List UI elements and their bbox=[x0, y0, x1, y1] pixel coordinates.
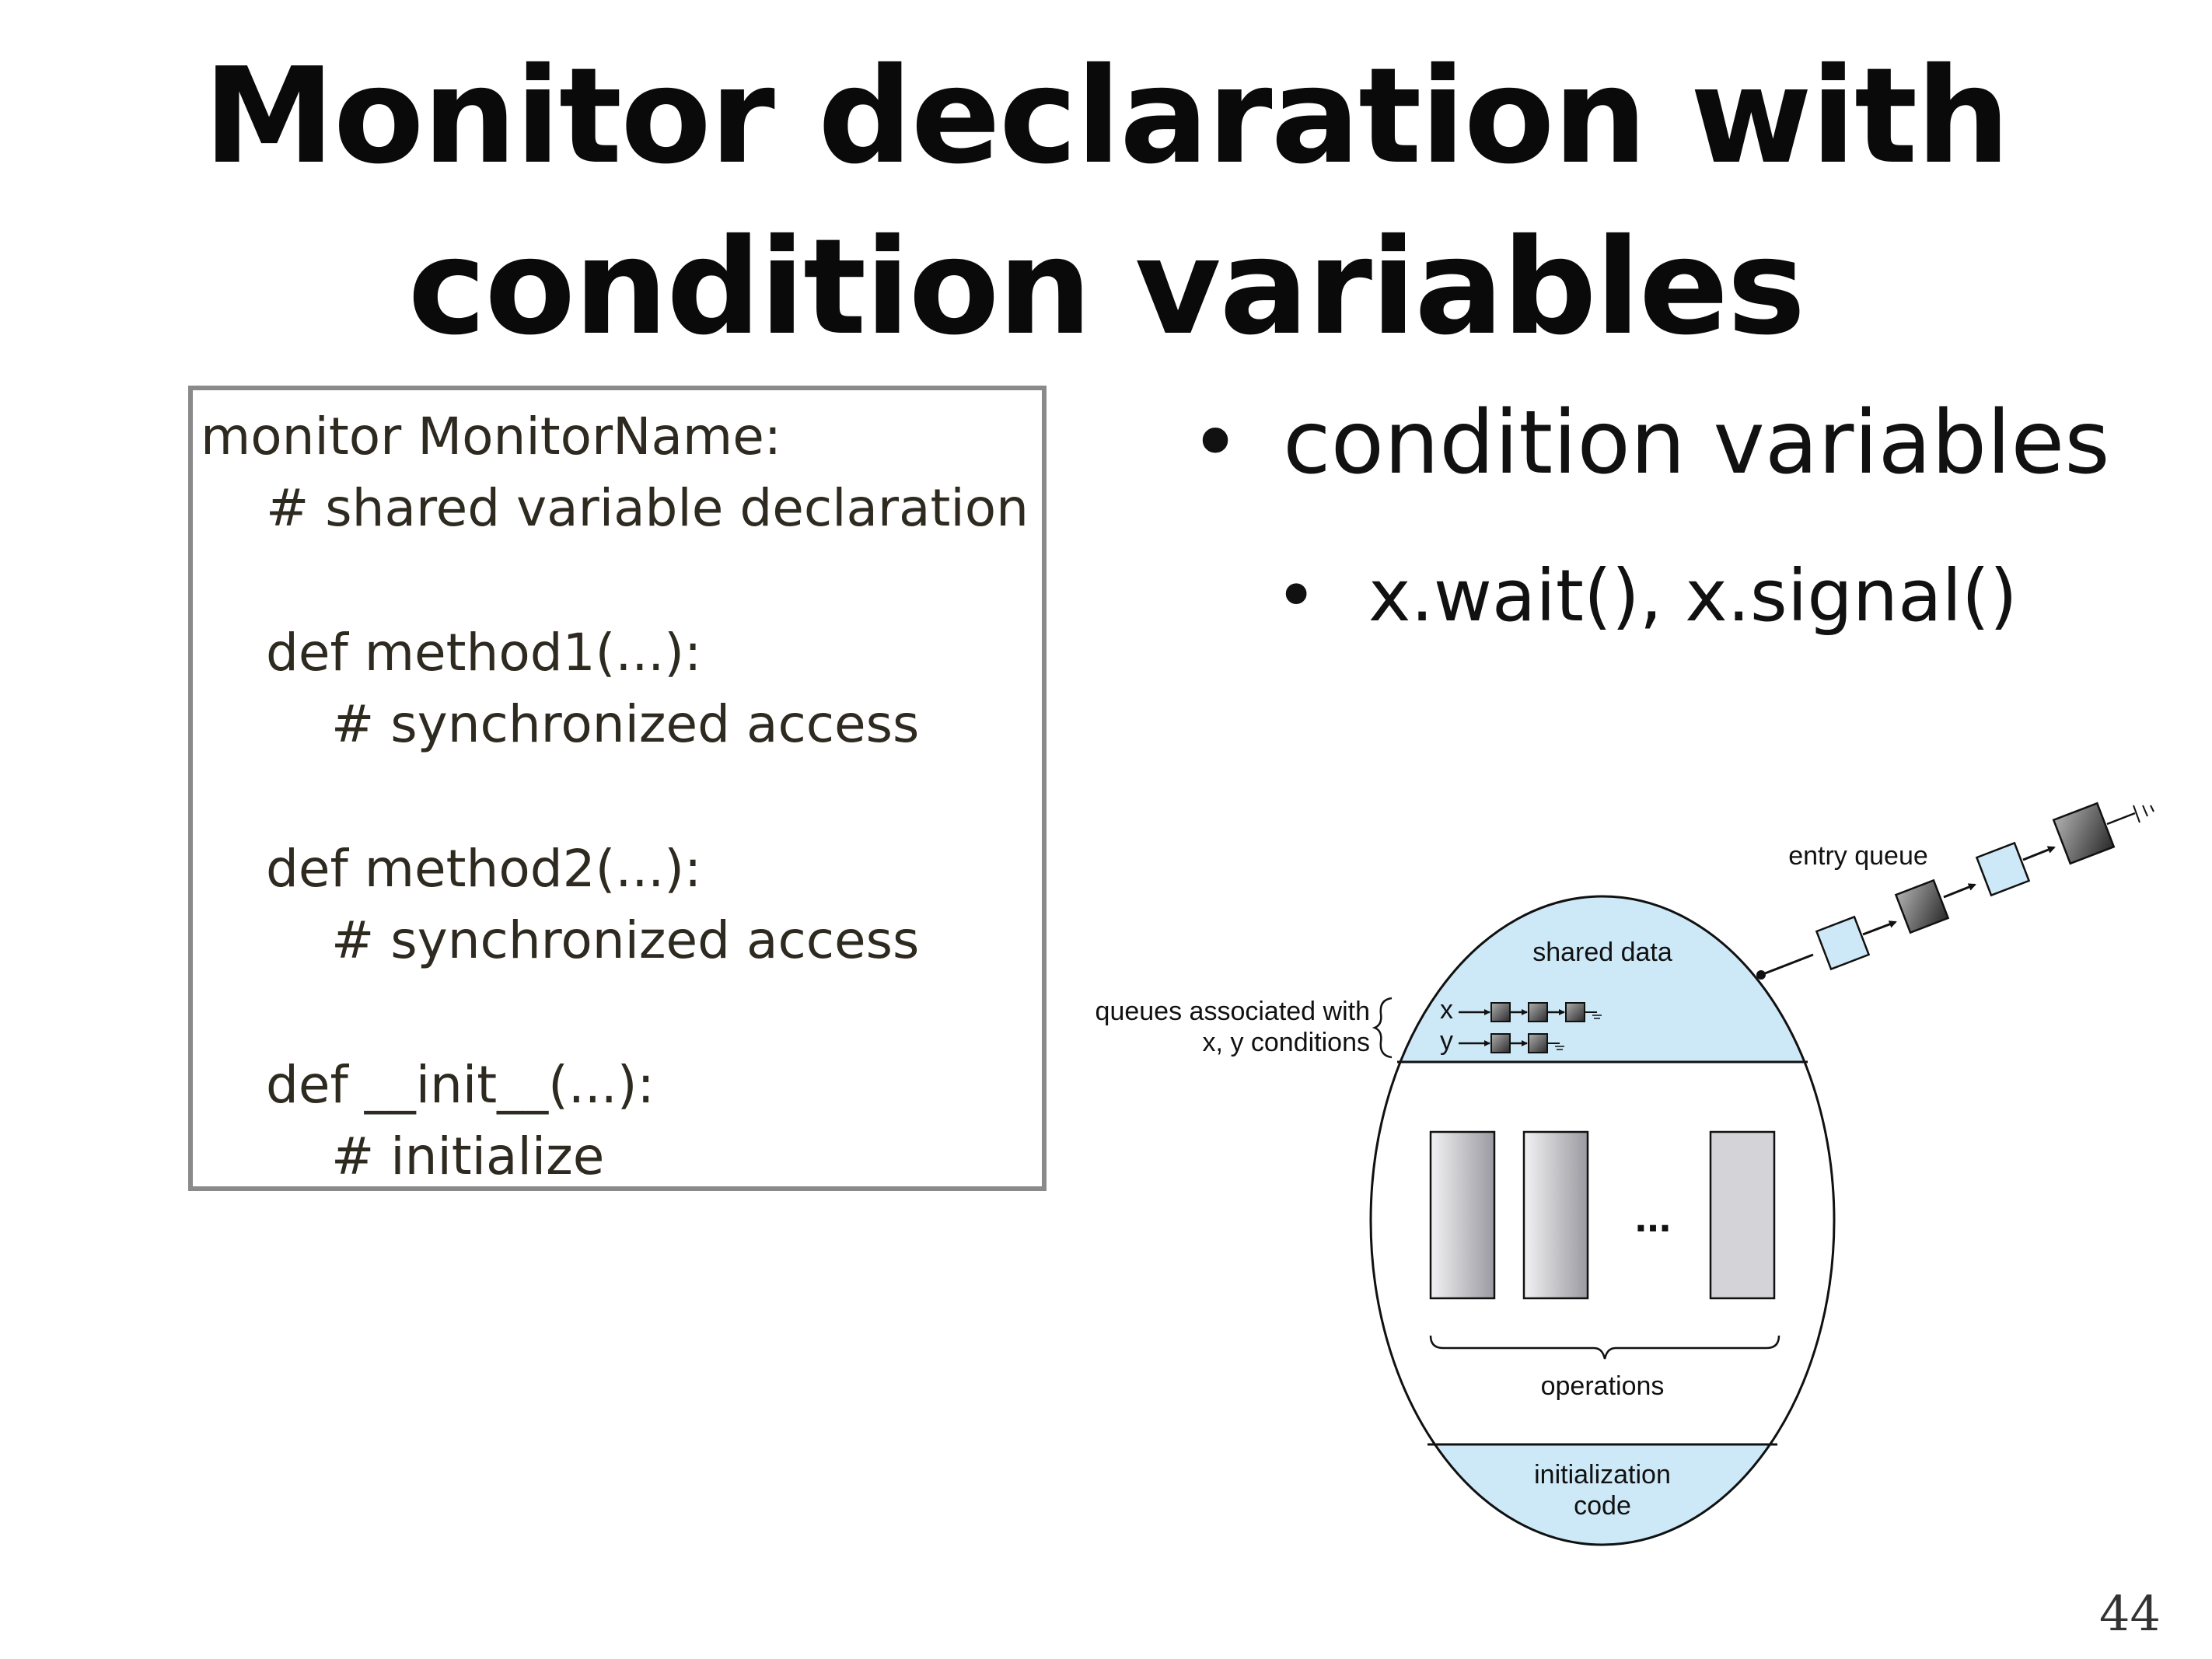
code-line-init-comment: # initialize bbox=[331, 1126, 605, 1186]
entry-queue-label: entry queue bbox=[1788, 841, 1928, 871]
slide-title: Monitor declaration with condition varia… bbox=[0, 31, 2212, 373]
queue-y-node-2 bbox=[1528, 1033, 1548, 1053]
shared-data-label: shared data bbox=[1532, 938, 1672, 967]
queue-x-node-2 bbox=[1528, 1002, 1548, 1022]
entry-arrow-3 bbox=[2022, 846, 2056, 861]
entry-queue-node-3 bbox=[1975, 841, 2031, 897]
queue-x-label: x bbox=[1440, 995, 1453, 1025]
operations-group: ... operations bbox=[1429, 1130, 1780, 1401]
queue-x-node-1 bbox=[1490, 1002, 1511, 1022]
operation-block-n bbox=[1709, 1130, 1776, 1300]
queue-x-node-3 bbox=[1565, 1002, 1585, 1022]
condition-queues: x y bbox=[1440, 995, 1602, 1056]
code-line-method2: def method2(...): bbox=[266, 839, 702, 899]
code-line-shared-comment: # shared variable declaration bbox=[266, 478, 1029, 538]
entry-arrow-1 bbox=[1862, 920, 1897, 936]
code-line-init: def __init__(...): bbox=[266, 1055, 655, 1115]
entry-arrow-2 bbox=[1943, 883, 1976, 899]
entry-queue-node-2 bbox=[1894, 878, 1950, 934]
queues-label-line-1: queues associated with bbox=[1096, 997, 1370, 1026]
code-line-method2-comment: # synchronized access bbox=[331, 910, 920, 970]
operations-brace bbox=[1429, 1335, 1780, 1360]
init-label-line-1: initialization bbox=[1534, 1460, 1671, 1490]
queues-label-line-2: x, y conditions bbox=[1203, 1028, 1370, 1057]
operation-block-2 bbox=[1522, 1130, 1589, 1300]
monitor-ellipse bbox=[1369, 895, 1836, 1546]
code-line-monitor: monitor MonitorName: bbox=[201, 407, 782, 466]
code-line-method1: def method1(...): bbox=[266, 623, 702, 683]
operations-label: operations bbox=[1541, 1371, 1665, 1401]
entry-line-1 bbox=[1760, 953, 1814, 976]
init-label-line-2: code bbox=[1574, 1491, 1631, 1521]
operations-ellipsis: ... bbox=[1635, 1192, 1672, 1241]
page-number: 44 bbox=[2099, 1585, 2161, 1642]
queue-y-label: y bbox=[1440, 1026, 1453, 1056]
sub-bullet-marker: • bbox=[1275, 554, 1318, 637]
entry-queue-node-4 bbox=[2052, 802, 2116, 865]
code-line-method1-comment: # synchronized access bbox=[331, 694, 920, 754]
bullet-sub-text: x.wait(), x.signal() bbox=[1368, 554, 2018, 637]
entry-queue-tail bbox=[2106, 812, 2136, 826]
slide-title-line-1: Monitor declaration with bbox=[203, 40, 2011, 194]
bullet-main-text: condition variables bbox=[1283, 393, 2110, 494]
entry-queue-node-1 bbox=[1815, 915, 1871, 971]
bullet-marker: • bbox=[1190, 393, 1242, 494]
bullet-wait-signal: • x.wait(), x.signal() bbox=[1275, 554, 2018, 639]
queue-y-node-1 bbox=[1490, 1033, 1511, 1053]
operation-block-1 bbox=[1429, 1130, 1496, 1300]
queues-brace bbox=[1372, 997, 1393, 1059]
entry-queue: entry queue bbox=[1756, 802, 2154, 980]
slide-title-line-2: condition variables bbox=[407, 211, 1806, 365]
code-listing-box: monitor MonitorName: # shared variable d… bbox=[188, 386, 1047, 1191]
bullet-condition-variables: • condition variables bbox=[1190, 393, 2110, 494]
